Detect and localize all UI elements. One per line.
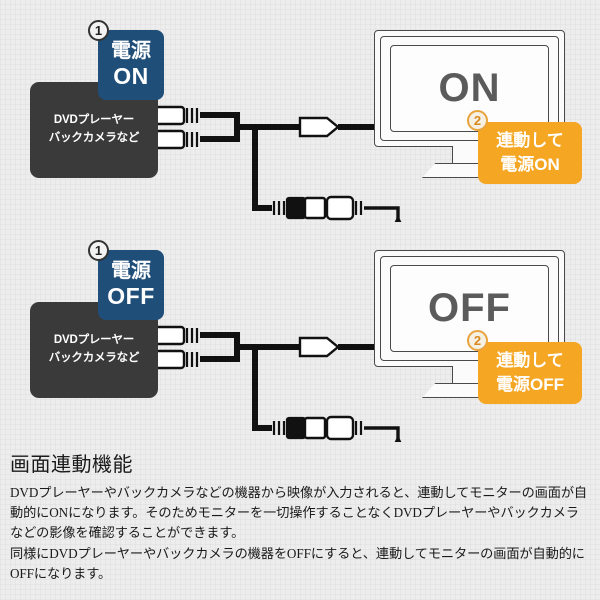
linked-label: 連動して (496, 351, 564, 371)
linked-label: 連動して (496, 131, 564, 151)
source-device-box: DVDプレーヤー バックカメラなど (30, 82, 158, 178)
feature-description: 画面連動機能 DVDプレーヤーやバックカメラなどの機器から映像が入力されると、連… (0, 448, 600, 584)
power-state: OFF (107, 283, 155, 310)
feature-heading: 画面連動機能 (10, 454, 133, 476)
step-marker-1: 1 (88, 240, 109, 261)
power-label: 電源 (111, 40, 151, 63)
description-paragraph-1: DVDプレーヤーやバックカメラなどの機器から映像が入力されると、連動してモニター… (10, 485, 588, 540)
device-line-2: バックカメラなど (48, 352, 140, 364)
step-marker-1: 1 (88, 20, 109, 41)
power-state-badge: 電源 ON (98, 30, 164, 100)
power-label: 電源 (111, 260, 151, 283)
screen-state-text: ON (438, 66, 501, 110)
diagram-power-off: 1 電源 OFF DVDプレーヤー バックカメラなど OFF 2 連動して 電源… (0, 232, 600, 442)
diagram-power-on: 1 電源 ON DVDプレーヤー バックカメラなど ON 2 連動して 電源ON (0, 12, 600, 222)
step-marker-2: 2 (467, 330, 488, 351)
linked-state: 電源OFF (496, 374, 564, 394)
screen-state-text: OFF (428, 286, 511, 330)
power-state-badge: 電源 OFF (98, 250, 164, 320)
linked-state: 電源ON (500, 154, 560, 174)
linked-power-badge: 連動して 電源ON (478, 122, 582, 184)
device-line-1: DVDプレーヤー (53, 114, 135, 127)
power-state: ON (113, 63, 149, 90)
step-marker-2: 2 (467, 110, 488, 131)
device-line-1: DVDプレーヤー (53, 334, 135, 347)
description-paragraph-2: 同様にDVDプレーヤーやバックカメラの機器をOFFにすると、連動してモニターの画… (10, 546, 585, 582)
device-line-2: バックカメラなど (48, 132, 140, 144)
linked-power-badge: 連動して 電源OFF (478, 342, 582, 404)
